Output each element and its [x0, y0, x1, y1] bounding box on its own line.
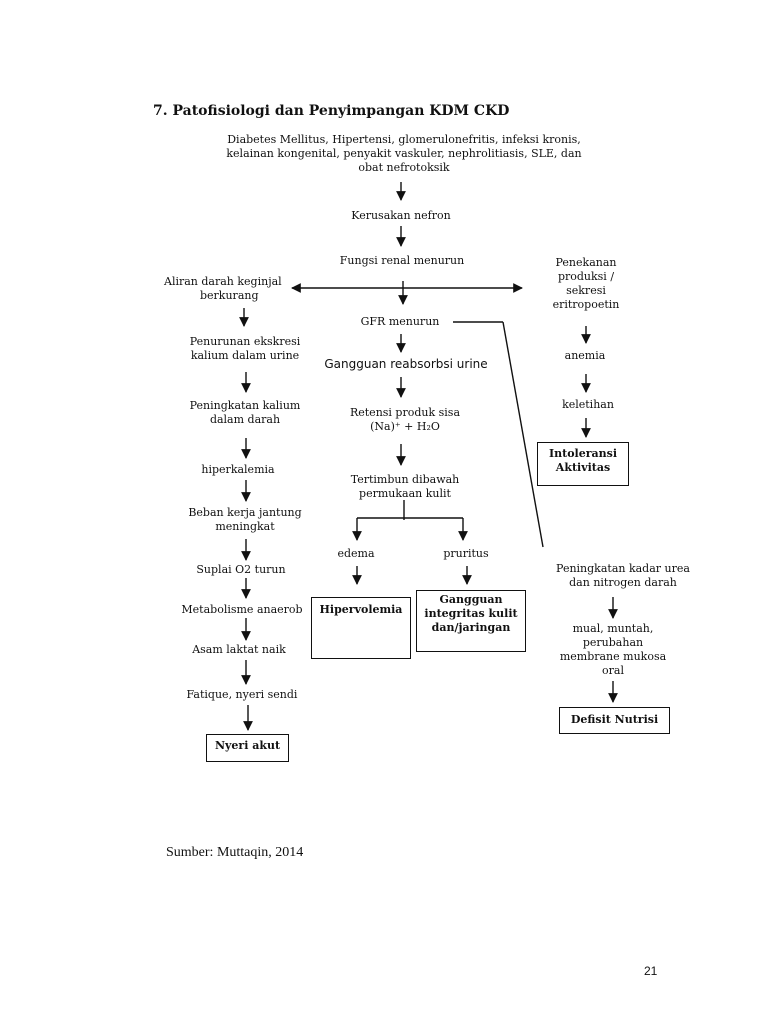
diagnosis-hypervolemia: Hipervolemia [311, 597, 411, 659]
urea-line-2: dan nitrogen darah [569, 576, 677, 589]
node-erythropoietin: Penekanan produksi / sekresi eritropoeti… [536, 256, 636, 312]
node-blood-flow: Aliran darah keginjal berkurang [164, 275, 294, 303]
skin-line-2: integritas kulit [424, 607, 518, 620]
page-number: 21 [644, 964, 658, 978]
diagnosis-skin-integrity: Gangguan integritas kulit dan/jaringan [416, 590, 526, 652]
nausea-line-3: membrane mukosa [559, 650, 667, 663]
node-causes: Diabetes Mellitus, Hipertensi, glomerulo… [214, 133, 594, 175]
heart-line-2: meningkat [215, 520, 275, 533]
activity-line-1: Intoleransi [548, 447, 618, 460]
deposit-line-2: permukaan kulit [359, 487, 451, 500]
node-nausea: mual, muntah, perubahan membrane mukosa … [553, 622, 673, 678]
diagnosis-activity-intolerance: Intoleransi Aktivitas [537, 442, 629, 486]
page-title: 7. Patofisiologi dan Penyimpangan KDM CK… [153, 103, 510, 119]
deposit-line-1: Tertimbun dibawah [350, 473, 460, 486]
node-nephron-damage: Kerusakan nefron [351, 209, 451, 222]
node-heart-workload: Beban kerja jantung meningkat [180, 506, 310, 534]
node-tiredness: keletihan [562, 398, 614, 411]
causes-line-3: obat nefrotoksik [358, 161, 450, 174]
node-edema: edema [337, 547, 375, 560]
urea-line-1: Peningkatan kadar urea [556, 562, 690, 575]
potassium-line-2: dalam darah [209, 413, 281, 426]
activity-line-2: Aktivitas [555, 461, 611, 474]
line-gfr-diagonal [502, 321, 544, 548]
node-potassium-excretion: Penurunan ekskresi kalium dalam urine [180, 335, 310, 363]
retention-line-2: (Na)⁺ + H₂O [370, 420, 440, 433]
heart-line-1: Beban kerja jantung [188, 506, 302, 519]
node-deposit: Tertimbun dibawah permukaan kulit [330, 473, 480, 501]
node-lactic-acid: Asam laktat naik [192, 643, 286, 656]
blood-line-2: berkurang [200, 289, 259, 302]
potassium-line-1: Peningkatan kalium [189, 399, 301, 412]
causes-line-1: Diabetes Mellitus, Hipertensi, glomerulo… [227, 133, 581, 146]
node-anemia: anemia [564, 349, 606, 362]
node-urea-nitrogen: Peningkatan kadar urea dan nitrogen dara… [543, 562, 703, 590]
epo-line-2: produksi / [557, 270, 615, 283]
nausea-line-4: oral [602, 664, 624, 677]
node-pruritus: pruritus [443, 547, 489, 560]
nausea-line-2: perubahan [582, 636, 644, 649]
epo-line-3: sekresi [566, 284, 606, 297]
epo-line-4: eritropoetin [552, 298, 620, 311]
blood-line-1: Aliran darah keginjal [164, 275, 282, 288]
skin-line-1: Gangguan [439, 593, 503, 606]
nausea-line-1: mual, muntah, [572, 622, 654, 635]
node-gfr-decline: GFR menurun [360, 315, 440, 328]
excretion-line-1: Penurunan ekskresi [189, 335, 301, 348]
source-citation: Sumber: Muttaqin, 2014 [166, 845, 304, 860]
node-potassium-increase: Peningkatan kalium dalam darah [180, 399, 310, 427]
diagnosis-nutrition-deficit: Defisit Nutrisi [559, 707, 670, 734]
skin-line-3: dan/jaringan [431, 621, 511, 634]
epo-line-1: Penekanan [555, 256, 617, 269]
node-hyperkalemia: hiperkalemia [201, 463, 275, 476]
diagnosis-acute-pain: Nyeri akut [206, 734, 289, 762]
excretion-line-2: kalium dalam urine [190, 349, 300, 362]
node-anaerobic-metabolism: Metabolisme anaerob [181, 603, 303, 616]
retention-line-1: Retensi produk sisa [349, 406, 461, 419]
node-retention: Retensi produk sisa (Na)⁺ + H₂O [330, 406, 480, 434]
node-fatigue-joint-pain: Fatique, nyeri sendi [186, 688, 298, 701]
node-o2-supply: Suplai O2 turun [196, 563, 286, 576]
node-renal-decline: Fungsi renal menurun [339, 254, 465, 267]
causes-line-2: kelainan kongenital, penyakit vaskuler, … [226, 147, 582, 160]
node-reabsorption: Gangguan reabsorbsi urine [324, 357, 488, 371]
